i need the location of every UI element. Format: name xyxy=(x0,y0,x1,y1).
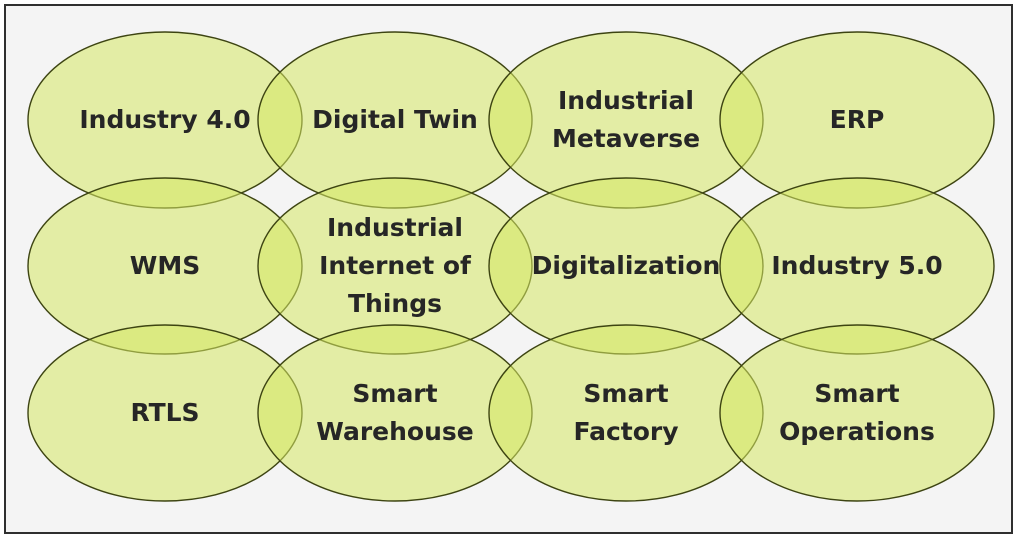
label-line: Factory xyxy=(573,417,679,446)
label-line: Smart xyxy=(814,379,900,408)
label-line: Digital Twin xyxy=(312,105,478,134)
label-line: Industrial xyxy=(327,213,463,242)
label-line: Internet of xyxy=(319,251,471,280)
label-erp: ERP xyxy=(830,101,885,139)
label-digital-twin: Digital Twin xyxy=(312,101,478,139)
label-line: Smart xyxy=(352,379,438,408)
label-line: Operations xyxy=(779,417,935,446)
label-line: RTLS xyxy=(130,398,200,427)
label-line: Things xyxy=(347,289,442,318)
label-digitalization: Digitalization xyxy=(532,247,721,285)
bubble-smart-operations xyxy=(719,324,995,502)
label-industry-4-0: Industry 4.0 xyxy=(79,101,250,139)
label-line: Industrial xyxy=(558,86,694,115)
label-wms: WMS xyxy=(130,247,200,285)
label-line: Digitalization xyxy=(531,251,721,280)
label-industry-5-0: Industry 5.0 xyxy=(771,247,942,285)
label-line: WMS xyxy=(129,251,201,280)
label-rtls: RTLS xyxy=(130,394,199,432)
label-line: Metaverse xyxy=(551,124,701,153)
label-line: Warehouse xyxy=(316,417,474,446)
label-line: Industry 4.0 xyxy=(79,105,251,134)
label-line: Smart xyxy=(583,379,669,408)
label-line: ERP xyxy=(829,105,885,134)
label-line: Industry 5.0 xyxy=(771,251,943,280)
